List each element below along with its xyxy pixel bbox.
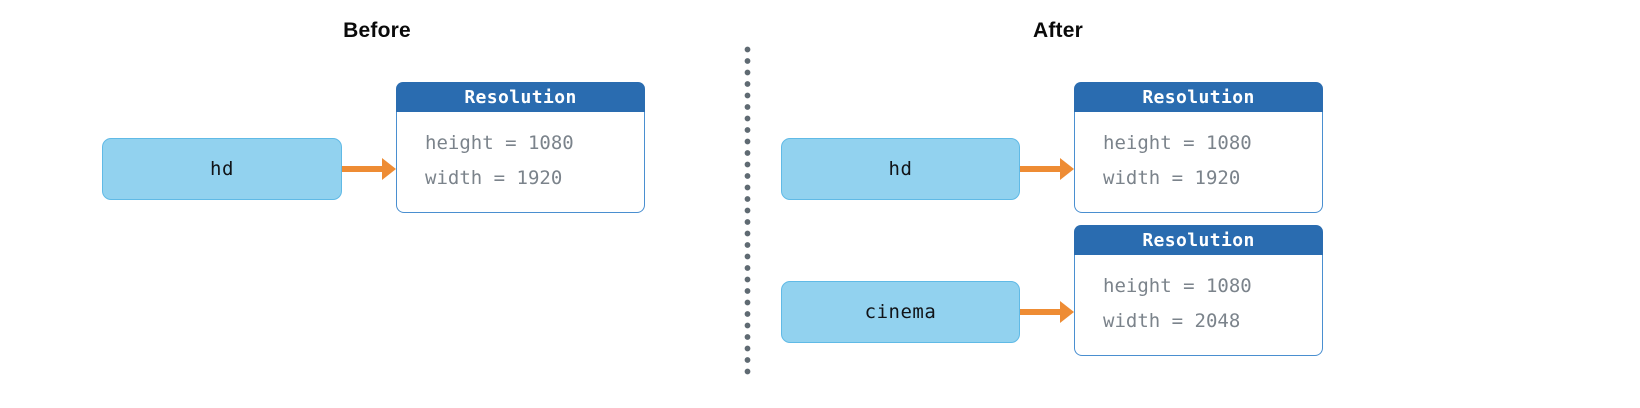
card-header: Resolution	[1074, 225, 1323, 255]
card-body: height = 1080 width = 2048	[1074, 255, 1323, 356]
arrow-shaft	[1020, 165, 1061, 172]
panel-before: Before hd Resolution height = 1080 width…	[0, 0, 747, 408]
card-field-width: width = 2048	[1103, 310, 1241, 332]
card-title: Resolution	[1142, 86, 1255, 108]
card-field-height: height = 1080	[1103, 275, 1252, 297]
key-box-hd[interactable]: hd	[102, 137, 342, 200]
key-box-label: hd	[210, 157, 234, 180]
arrow-shaft	[1020, 308, 1061, 315]
arrow-head	[1060, 300, 1074, 323]
key-box-label: cinema	[864, 300, 937, 323]
key-box-cinema[interactable]: cinema	[781, 280, 1020, 343]
record-card-resolution: Resolution height = 1080 width = 1920	[1074, 82, 1323, 213]
arrow-icon	[1020, 300, 1074, 323]
panel-before-title: Before	[343, 19, 411, 42]
arrow-head	[382, 157, 396, 180]
arrow-icon	[1020, 157, 1074, 180]
card-field-height: height = 1080	[1103, 132, 1252, 154]
arrow-shaft	[342, 165, 383, 172]
record-card-resolution: Resolution height = 1080 width = 1920	[396, 82, 645, 213]
panel-divider	[744, 46, 751, 376]
key-box-hd[interactable]: hd	[781, 137, 1020, 200]
card-body: height = 1080 width = 1920	[1074, 112, 1323, 213]
arrow-head	[1060, 157, 1074, 180]
panel-after-title: After	[1032, 19, 1084, 42]
key-box-label: hd	[888, 157, 913, 180]
card-body: height = 1080 width = 1920	[396, 112, 645, 213]
mapping-row-before-hd: hd Resolution height = 1080 width = 1920	[102, 82, 645, 213]
card-title: Resolution	[464, 86, 577, 108]
card-title: Resolution	[1142, 229, 1255, 251]
mapping-row-after-cinema: cinema Resolution height = 1080 width = …	[781, 225, 1323, 356]
card-field-height: height = 1080	[425, 132, 574, 154]
mapping-row-after-hd: hd Resolution height = 1080 width = 1920	[781, 82, 1323, 213]
record-card-resolution: Resolution height = 1080 width = 2048	[1074, 225, 1323, 356]
card-field-width: width = 1920	[1103, 167, 1241, 189]
card-header: Resolution	[396, 82, 645, 112]
card-header: Resolution	[1074, 82, 1323, 112]
arrow-icon	[342, 157, 396, 180]
panel-after: After hd Resolution height = 1080 width …	[747, 0, 1640, 408]
card-field-width: width = 1920	[425, 167, 563, 189]
